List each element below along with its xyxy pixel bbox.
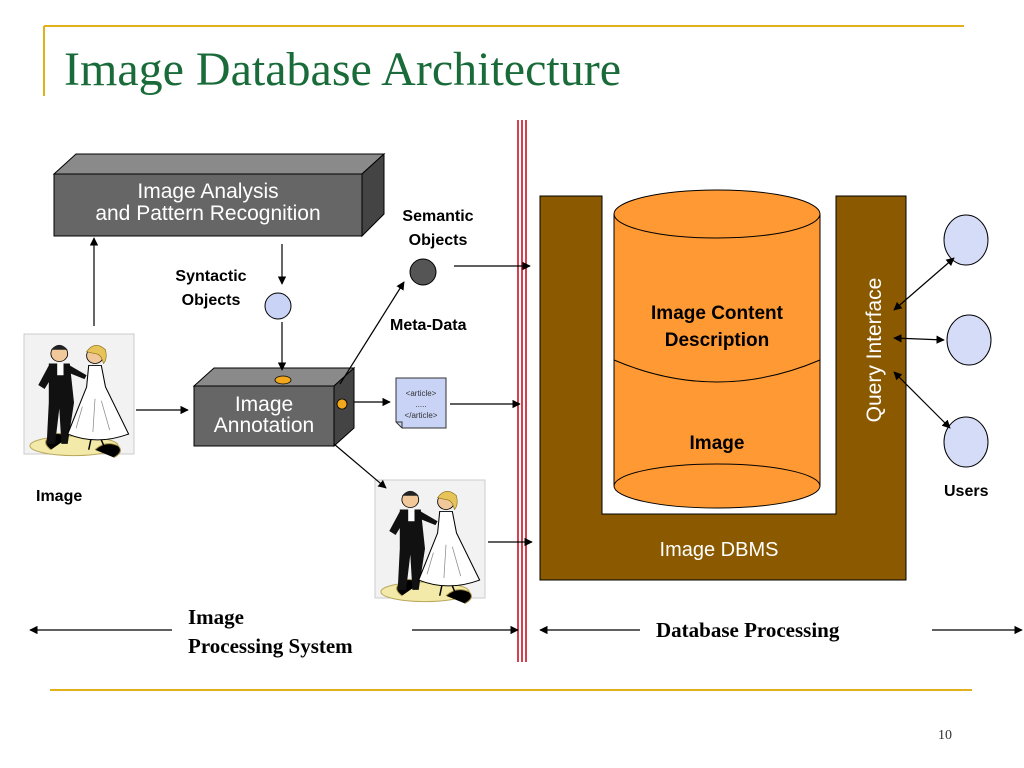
semantic-object-circle xyxy=(409,258,437,286)
article-document-icon xyxy=(395,377,447,429)
user-circle xyxy=(946,314,992,366)
user-arrows xyxy=(893,257,955,429)
image-content-description-label: Image Content Description xyxy=(614,300,820,354)
image-analysis-label: Image Analysis and Pattern Recognition xyxy=(54,181,362,225)
image-content-line1: Image Content xyxy=(651,303,783,324)
ips-line1: Image xyxy=(188,605,244,629)
image-processing-system-label: Image Processing System xyxy=(188,603,353,661)
article-document-text: <article> ..... </article> xyxy=(396,388,446,421)
image-input-label: Image xyxy=(36,488,83,505)
database-processing-label: Database Processing xyxy=(656,618,840,642)
article-dots: ..... xyxy=(415,400,427,409)
syntactic-object-circle xyxy=(264,292,292,320)
semantic-line1: Semantic xyxy=(402,208,474,225)
meta-data-label: Meta-Data xyxy=(390,317,467,334)
stored-image-picture xyxy=(374,479,486,605)
input-image-picture xyxy=(23,333,135,459)
query-interface-label: Query Interface xyxy=(863,277,886,423)
database-cylinder xyxy=(613,189,821,509)
image-dbms-label: Image DBMS xyxy=(659,539,779,561)
article-open-tag: <article> xyxy=(405,389,437,398)
annotation-top-port xyxy=(274,375,292,385)
system-divider xyxy=(517,120,527,662)
user-circle xyxy=(943,416,989,468)
page-number: 10 xyxy=(938,728,952,743)
image-analysis-line1: Image Analysis xyxy=(137,180,279,203)
image-dbms-container xyxy=(539,195,907,581)
syntactic-objects-label: Syntactic Objects xyxy=(156,265,266,313)
ips-line2: Processing System xyxy=(188,634,353,658)
image-annotation-label: Image Annotation xyxy=(194,394,334,436)
image-analysis-line2: and Pattern Recognition xyxy=(95,202,321,225)
image-analysis-box xyxy=(52,152,386,238)
semantic-objects-label: Semantic Objects xyxy=(384,205,492,253)
syntactic-line2: Objects xyxy=(181,292,241,309)
semantic-line2: Objects xyxy=(408,232,468,249)
annotation-side-port xyxy=(336,398,348,410)
users-label: Users xyxy=(944,483,989,500)
article-close-tag: </article> xyxy=(404,411,438,420)
image-store-label: Image xyxy=(689,433,745,454)
image-content-line2: Description xyxy=(664,330,770,351)
slide-title: Image Database Architecture xyxy=(64,43,622,96)
user-circle xyxy=(943,214,989,266)
image-annotation-line1: Image xyxy=(234,393,294,416)
image-annotation-box xyxy=(192,366,356,448)
image-annotation-line2: Annotation xyxy=(213,414,315,437)
processing-arrows xyxy=(89,237,533,547)
syntactic-line1: Syntactic xyxy=(175,268,247,285)
